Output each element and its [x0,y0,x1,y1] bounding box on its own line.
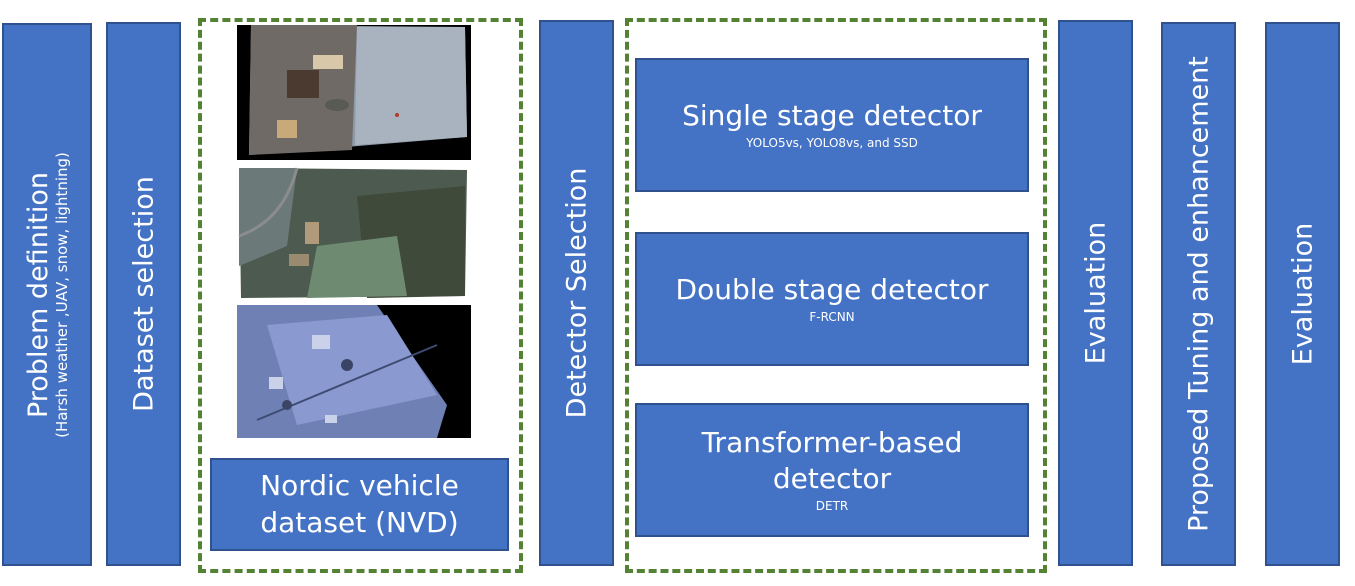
single-stage-detector-models: YOLO5vs, YOLO8vs, and SSD [746,135,918,150]
aerial-image-forest [237,166,471,299]
tuning-enhancement-text: Proposed Tuning and enhancement [1183,56,1214,532]
evaluation-2-label: Evaluation [1286,222,1318,366]
double-stage-detector-models: F-RCNN [809,309,855,324]
problem-definition-title: Problem definition [22,171,54,418]
evaluation-box-1: Evaluation [1058,20,1133,566]
detectors-group-frame [625,18,1047,573]
detector-selection-label: Detector Selection [560,167,592,419]
double-stage-detector-box: Double stage detector F-RCNN [635,232,1029,366]
evaluation-2-text: Evaluation [1287,223,1318,365]
nvd-dataset-box: Nordic vehicle dataset (NVD) [210,458,509,551]
aerial-image-farm-graphic [237,25,471,160]
aerial-image-snow [237,305,471,438]
dataset-selection-text: Dataset selection [128,176,159,412]
tuning-enhancement-label: Proposed Tuning and enhancement [1182,56,1214,532]
evaluation-1-text: Evaluation [1080,222,1111,364]
double-stage-detector-title: Double stage detector [675,273,989,307]
evaluation-1-label: Evaluation [1079,221,1111,365]
single-stage-detector-box: Single stage detector YOLO5vs, YOLO8vs, … [635,58,1029,192]
tuning-enhancement-box: Proposed Tuning and enhancement [1161,22,1236,566]
aerial-image-forest-graphic [237,166,471,299]
problem-definition-text: Problem definition (Harsh weather ,UAV, … [23,152,71,438]
transformer-detector-title: Transformer-based detector [701,425,963,496]
dataset-selection-label: Dataset selection [127,176,159,412]
single-stage-detector-title: Single stage detector [682,99,982,133]
dataset-group-frame [198,18,523,573]
aerial-image-snow-graphic [237,305,471,438]
nvd-dataset-label: Nordic vehicle dataset (NVD) [260,469,459,539]
problem-definition-subtitle: (Harsh weather ,UAV, snow, lightning) [52,151,71,438]
transformer-detector-box: Transformer-based detector DETR [635,403,1029,537]
evaluation-box-2: Evaluation [1265,22,1340,566]
aerial-image-farm [237,25,471,160]
detector-selection-box: Detector Selection [539,20,614,566]
detector-selection-text: Detector Selection [561,168,592,419]
transformer-detector-models: DETR [815,498,849,513]
problem-definition-box: Problem definition (Harsh weather ,UAV, … [2,23,92,566]
dataset-selection-box: Dataset selection [106,22,181,566]
